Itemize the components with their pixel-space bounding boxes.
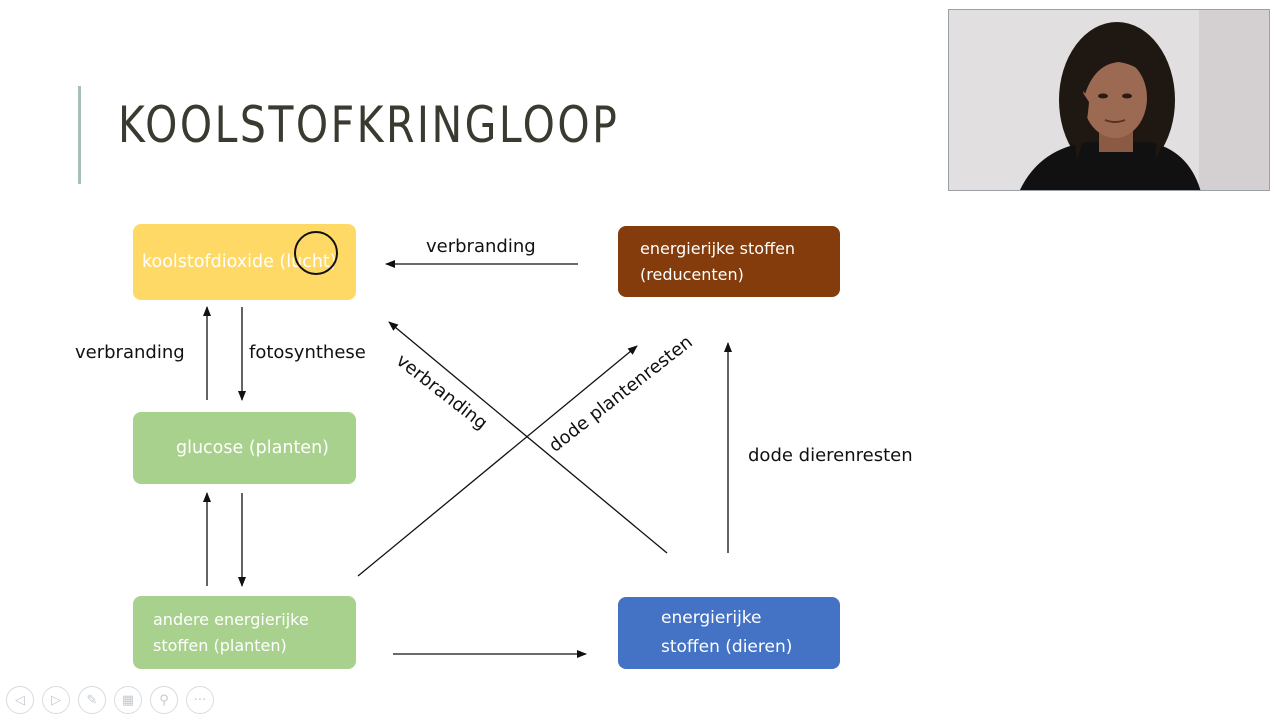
slides-icon[interactable]: ▦: [114, 686, 142, 714]
arrow-dieren-to-co2: [388, 321, 668, 554]
more-icon[interactable]: ···: [186, 686, 214, 714]
next-icon[interactable]: ▷: [42, 686, 70, 714]
cursor-highlight-icon: [294, 231, 338, 275]
presenter-image: [949, 10, 1269, 190]
pen-icon[interactable]: ✎: [78, 686, 106, 714]
node-dieren: energierijke stoffen (dieren): [618, 597, 840, 669]
node-glucose-label: glucose (planten): [176, 438, 329, 458]
node-reducenten-label: energierijke stoffen (reducenten): [640, 238, 796, 284]
label-dode-dierenresten: dode dierenresten: [748, 445, 913, 466]
zoom-icon[interactable]: ⚲: [150, 686, 178, 714]
title-accent-bar: [78, 86, 81, 184]
slide-title: KOOLSTOFKRINGLOOP: [118, 96, 620, 154]
node-dieren-label: energierijke stoffen (dieren): [661, 608, 793, 657]
node-andere-energierijke-stoffen: andere energierijke stoffen (planten): [133, 596, 356, 669]
node-koolstofdioxide-label: koolstofdioxide (lucht): [142, 252, 337, 272]
previous-icon[interactable]: ◁: [6, 686, 34, 714]
arrow-andere-to-reducent: [357, 345, 638, 577]
node-andere-label: andere energierijke stoffen (planten): [153, 609, 309, 655]
label-verbranding-left: verbranding: [75, 342, 185, 363]
webcam-video: [948, 9, 1270, 191]
node-glucose: glucose (planten): [133, 412, 356, 484]
label-verbranding-top: verbranding: [426, 236, 536, 257]
presentation-toolbar: ◁ ▷ ✎ ▦ ⚲ ···: [6, 686, 214, 714]
node-reducenten: energierijke stoffen (reducenten): [618, 226, 840, 297]
label-fotosynthese: fotosynthese: [249, 342, 366, 363]
